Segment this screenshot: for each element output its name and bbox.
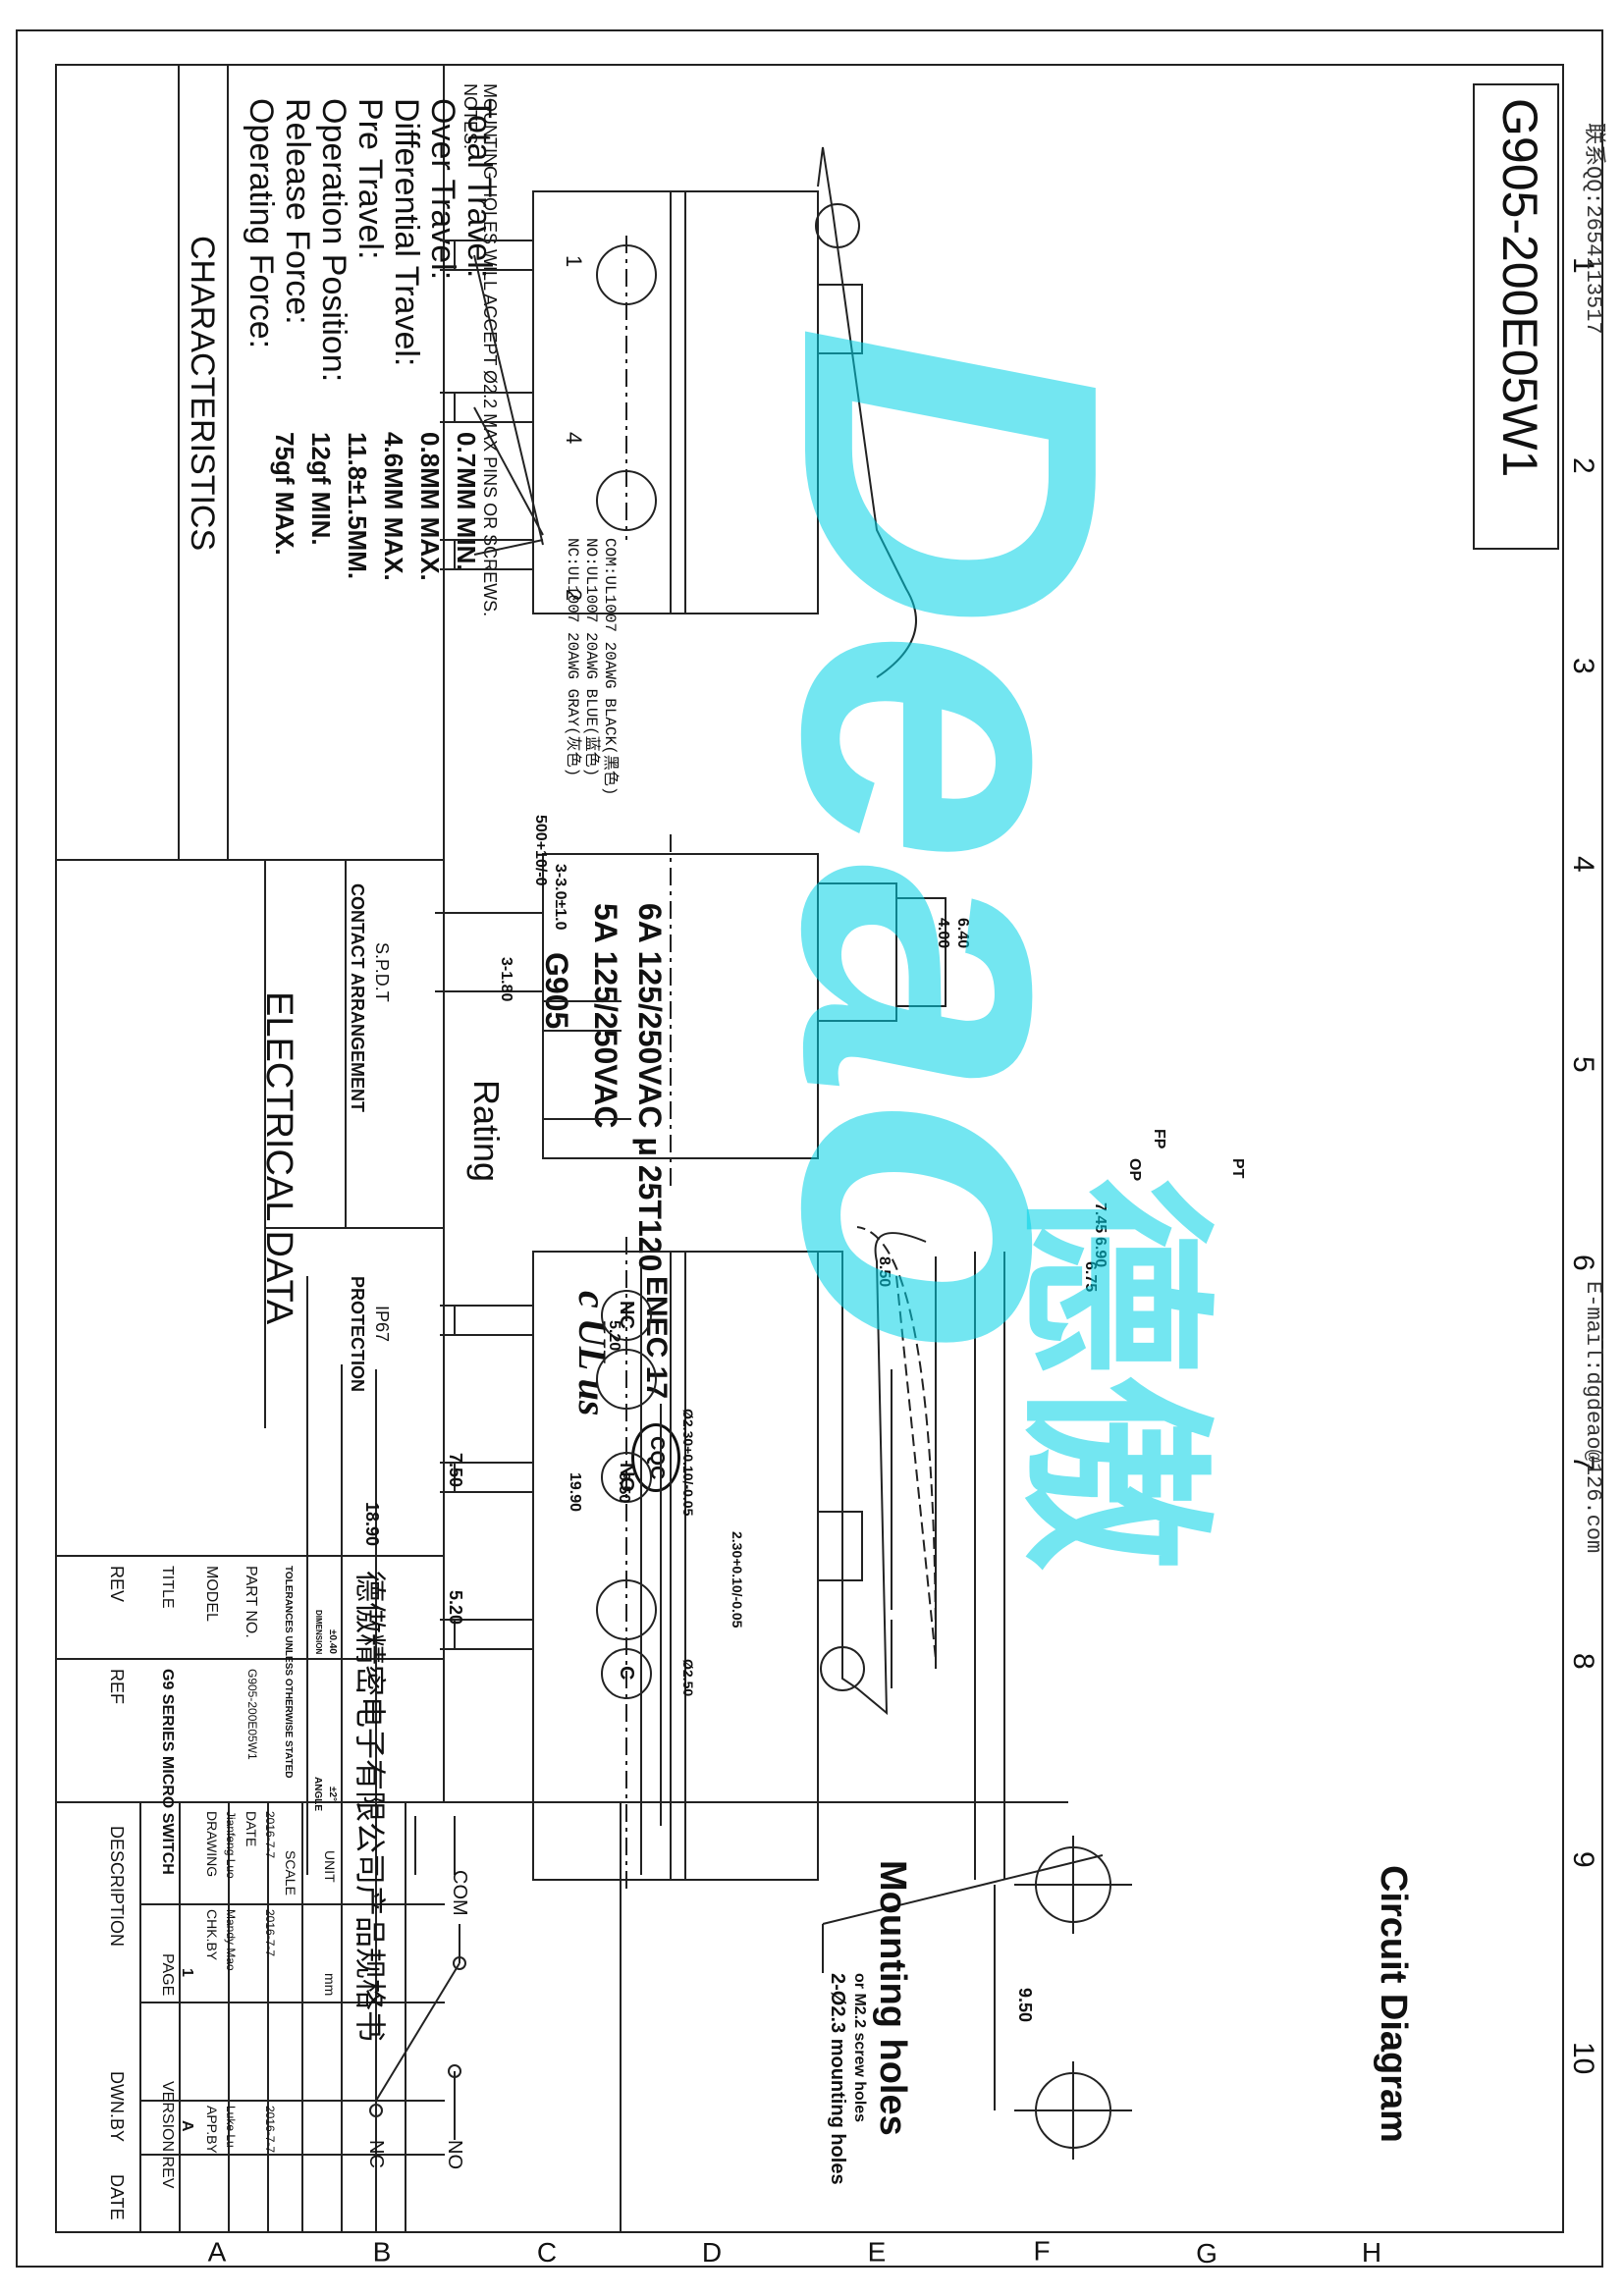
- tb-chk-label: CHK.BY: [204, 1909, 220, 1961]
- tb-date-1: 2016-7-7: [263, 1811, 277, 1859]
- circuit-no-label: NO: [444, 2140, 465, 2169]
- terminal-nc: [601, 1290, 652, 1341]
- tb-scale-label: SCALE: [283, 1850, 298, 1896]
- term-c: C: [616, 1666, 637, 1681]
- leader-line: [473, 539, 544, 556]
- roller-front: [820, 1646, 865, 1691]
- tb-ref: REF: [107, 1669, 127, 1704]
- tb-chk-value: Mandy Mao: [224, 1909, 238, 1971]
- term-2: 2: [562, 589, 586, 602]
- dim-hole-1: Ø2.30+0.10/-0.05: [680, 1409, 696, 1517]
- roller-top: [815, 203, 860, 248]
- tb-part-label: PART NO.: [243, 1566, 259, 1638]
- wire-pin: [440, 392, 533, 423]
- tb-dwn-by: DWN.BY: [107, 2071, 127, 2142]
- circuit-contact-arm: [375, 1962, 460, 2102]
- tb-version-value: A: [179, 2120, 195, 2132]
- tb-dimension: DIMENSION: [314, 1610, 323, 1655]
- dim-750: 7.50: [446, 1453, 465, 1488]
- tb-date: DATE: [107, 2174, 127, 2220]
- leader-line: [473, 406, 544, 536]
- switch-body-top: [532, 190, 819, 614]
- tb-title-value: G9 SERIES MICRO SWITCH: [159, 1669, 176, 1875]
- dim-hole-2: 2.30+0.10/-0.05: [730, 1531, 745, 1629]
- terminal-no: [601, 1452, 652, 1503]
- terminal-c: [601, 1648, 652, 1699]
- dim-520a: 5.20: [606, 1320, 622, 1352]
- tb-description: DESCRIPTION: [107, 1826, 127, 1948]
- mounting-note-2: or M2.2 screw holes: [851, 1973, 868, 2123]
- dim-mount-950: 9.50: [1015, 1988, 1035, 2023]
- tb-version-label: VERSION REV: [159, 2081, 176, 2189]
- mounting-note-1: 2-Ø2.3 mounting holes: [827, 1973, 848, 2185]
- tb-angle-value: ±2°: [327, 1787, 338, 1802]
- wire-pin: [440, 1619, 533, 1650]
- tb-unit-value: mm: [322, 1973, 338, 1997]
- tb-part-value: G905-200E05W1: [245, 1669, 259, 1760]
- dim-pt: PT: [1229, 1158, 1246, 1179]
- circuit-title: Circuit Diagram: [1373, 1865, 1414, 2143]
- tb-model-label: MODEL: [203, 1566, 220, 1622]
- circuit-nc-label: NC: [365, 2140, 387, 2168]
- tb-date-label: DATE: [243, 1811, 259, 1847]
- dim-950: 9.50: [616, 1472, 632, 1504]
- circuit-node-com: [453, 1956, 466, 1970]
- tb-drawing-label: DRAWING: [204, 1811, 220, 1878]
- roller-side: [895, 897, 947, 1007]
- tb-app-value: Luke Lu: [224, 2106, 238, 2148]
- dim-1990: 19.90: [567, 1472, 583, 1513]
- tb-company: 德傲精密电子有限公司产品规格书: [352, 1571, 388, 2043]
- tb-title-label: TITLE: [159, 1566, 176, 1609]
- tb-date-3: 2016-7-7: [263, 2106, 277, 2154]
- dim-wire-length: 500+10/-0: [532, 815, 549, 886]
- tb-page-value: 1: [179, 1968, 195, 1977]
- pin-side: [435, 912, 543, 992]
- tb-unit-label: UNIT: [322, 1850, 338, 1883]
- lever-arm-top: [817, 146, 917, 678]
- dim-1890: 18.90: [362, 1502, 382, 1547]
- dim-strip: 3-3.0±1.0: [552, 864, 568, 931]
- tb-date-2: 2016-7-7: [263, 1909, 277, 1957]
- tb-page-label: PAGE: [159, 1953, 176, 1997]
- tb-rev: REV: [107, 1566, 127, 1603]
- tb-tol-value: ±0.40: [327, 1629, 338, 1654]
- wire-pin: [440, 539, 533, 570]
- tb-drawing-value: Jianfeng Luo: [224, 1811, 238, 1879]
- terminal-hole-1: [596, 1349, 657, 1410]
- wire-pin: [440, 240, 533, 271]
- actuator-button-front: [817, 1511, 863, 1581]
- circuit-com-label: COM: [449, 1870, 470, 1916]
- wire-pin: [440, 1462, 533, 1493]
- dim-hole-3: Ø2.50: [680, 1659, 696, 1697]
- mounting-title: Mounting holes: [872, 1860, 913, 2136]
- term-4: 4: [562, 432, 586, 445]
- mount-leader: [822, 1854, 1104, 1925]
- tb-app-label: APP.BY: [204, 2106, 220, 2154]
- wire-pin: [440, 1305, 533, 1336]
- tb-angle: ANGLE: [312, 1777, 323, 1811]
- dim-pin: 3-1.80: [498, 957, 514, 1002]
- watermark-cn: 德傲: [1003, 1178, 1222, 1572]
- terminal-hole-2: [596, 1579, 657, 1640]
- leader-line: [473, 254, 544, 546]
- tb-tolerance: TOLERANCES UNLESS OTHERWISE STATED: [283, 1566, 294, 1779]
- actuator-button-top: [817, 284, 863, 354]
- term-1: 1: [562, 255, 586, 268]
- dim-520b: 5.20: [446, 1590, 465, 1626]
